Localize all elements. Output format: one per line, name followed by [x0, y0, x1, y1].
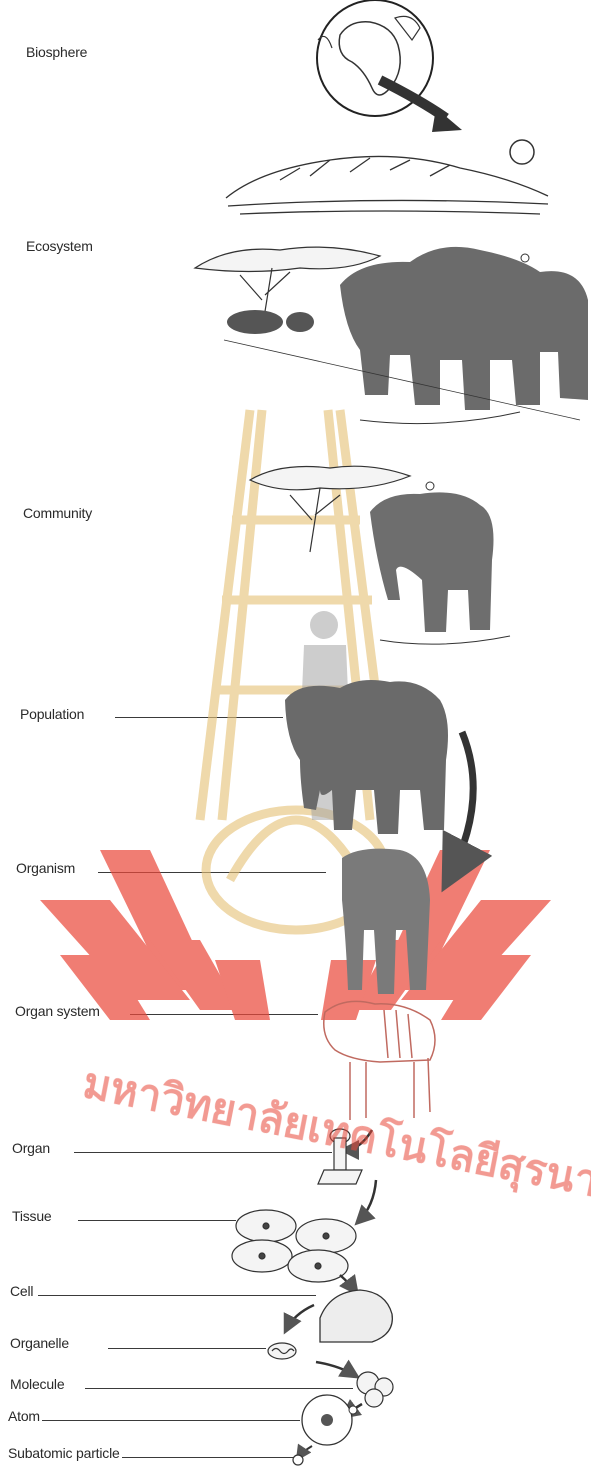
arrow-head-icon: [432, 108, 462, 132]
sun-icon: [510, 140, 534, 164]
molecule-icon: [357, 1372, 393, 1407]
watermark-rays: [40, 850, 551, 1020]
tissue-icon: [232, 1210, 356, 1282]
elephant-icon: [370, 492, 494, 632]
atom-icon: [302, 1395, 357, 1445]
ecosystem-scene: [195, 247, 588, 424]
cell-icon: [320, 1290, 392, 1342]
organelle-icon: [268, 1343, 296, 1359]
animals-icon: [227, 310, 314, 334]
elephant-herd-icon: [340, 247, 588, 410]
subatomic-particle-icon: [293, 1455, 303, 1465]
elephant-organism-icon: [342, 849, 430, 994]
community-scene: [250, 466, 510, 644]
mountain-icon: [226, 156, 548, 214]
